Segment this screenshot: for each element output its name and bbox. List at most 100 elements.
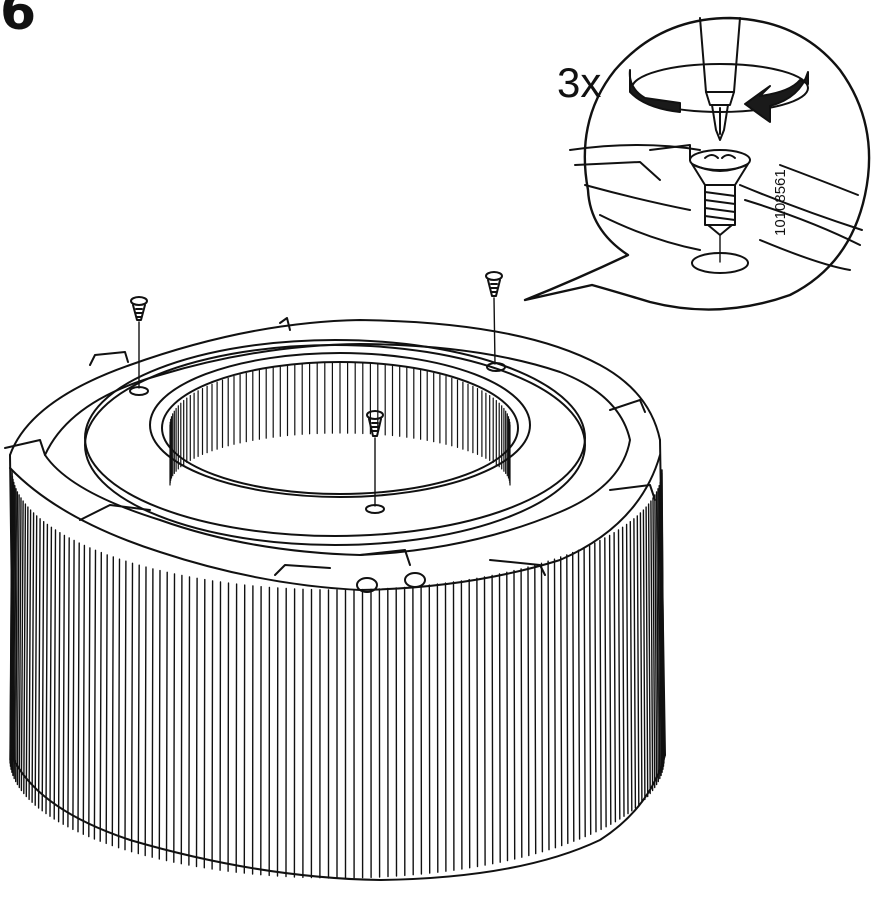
pleat-line bbox=[498, 573, 501, 863]
screw-icon bbox=[129, 296, 149, 396]
pleat-line bbox=[642, 509, 646, 801]
pleat-line bbox=[583, 547, 586, 838]
pleat-line bbox=[67, 537, 70, 828]
pleat-line bbox=[659, 481, 663, 773]
pleat-line bbox=[34, 515, 38, 806]
pleat-line bbox=[53, 529, 57, 820]
pleat-line bbox=[655, 491, 659, 783]
pleat-line bbox=[18, 497, 22, 789]
pleat-line bbox=[476, 577, 479, 868]
pleat-line bbox=[483, 576, 486, 866]
pleat-line bbox=[188, 576, 191, 866]
pleat-line bbox=[62, 534, 66, 825]
pleat-line bbox=[560, 556, 563, 847]
pleat-line bbox=[41, 521, 45, 812]
pleat-line bbox=[180, 574, 183, 865]
pleat-line bbox=[547, 560, 550, 851]
pleat-line bbox=[506, 571, 509, 862]
screwdriver-icon bbox=[699, 17, 741, 141]
pleat-line bbox=[553, 558, 557, 849]
pleat-line bbox=[636, 515, 640, 806]
pleat-line bbox=[124, 560, 127, 851]
pleat-line bbox=[151, 568, 154, 858]
pleat-line bbox=[137, 564, 140, 855]
part-code: 10108561 bbox=[772, 169, 789, 236]
pleat-line bbox=[88, 547, 91, 838]
pleat-line bbox=[195, 577, 198, 868]
pleat-line bbox=[203, 578, 206, 869]
pleat-line bbox=[130, 562, 134, 853]
pleat-line bbox=[144, 566, 147, 857]
pleat-line bbox=[639, 512, 643, 803]
quantity-label: 3x bbox=[557, 59, 602, 106]
pleat-line bbox=[57, 532, 61, 823]
top-ring bbox=[84, 339, 586, 546]
pleat-line bbox=[460, 580, 463, 870]
pleat-line bbox=[621, 526, 625, 817]
pleat-line bbox=[491, 574, 494, 865]
pleat-line bbox=[158, 569, 161, 860]
pleat-line bbox=[661, 469, 665, 761]
pleat-line bbox=[49, 526, 53, 817]
pleat-line bbox=[16, 494, 20, 786]
pleat-line bbox=[572, 551, 575, 842]
pleat-line bbox=[527, 566, 530, 857]
pleat-line bbox=[645, 506, 649, 798]
pleat-line bbox=[588, 544, 592, 835]
pleat-line bbox=[72, 539, 75, 831]
pleat-line bbox=[105, 554, 108, 845]
pleat-line bbox=[211, 580, 214, 870]
pleat-line bbox=[13, 488, 17, 780]
pleat-line bbox=[594, 542, 597, 833]
pleat-line bbox=[513, 569, 516, 860]
pleat-line bbox=[617, 529, 621, 820]
screw-icon bbox=[485, 271, 506, 372]
pleat-line bbox=[647, 503, 651, 795]
pleat-line bbox=[99, 551, 103, 842]
pleat-line bbox=[658, 485, 662, 777]
rim-tabs bbox=[4, 317, 656, 593]
pleat-line bbox=[23, 503, 27, 795]
pleat-line bbox=[28, 509, 32, 801]
pleat-line bbox=[540, 562, 544, 853]
pleat-line bbox=[93, 549, 97, 840]
pleat-line bbox=[11, 481, 15, 773]
pleat-line bbox=[657, 488, 661, 780]
pleat-line bbox=[534, 564, 537, 855]
pleat-line bbox=[82, 544, 86, 835]
step-number: 6 bbox=[0, 0, 37, 42]
pleat-line bbox=[25, 506, 29, 798]
pleat-line bbox=[31, 512, 35, 803]
pleat-line bbox=[117, 558, 121, 849]
screw-icon bbox=[689, 149, 751, 274]
pleat-line bbox=[10, 478, 14, 770]
pleat-line bbox=[45, 523, 49, 815]
pleat-line bbox=[111, 556, 115, 847]
pleat-line bbox=[650, 500, 654, 792]
pleat-line bbox=[37, 518, 41, 809]
pleat-line bbox=[654, 494, 658, 786]
screw-icon bbox=[365, 410, 385, 514]
pleat-line bbox=[625, 523, 629, 815]
detail-callout bbox=[523, 16, 871, 311]
pleat-line bbox=[608, 534, 612, 825]
pleat-line bbox=[12, 485, 16, 777]
filter-pleats bbox=[9, 469, 665, 879]
pleat-line bbox=[604, 537, 607, 828]
pleat-line bbox=[165, 571, 168, 862]
pleat-line bbox=[77, 542, 80, 833]
pleat-line bbox=[599, 539, 602, 831]
pleat-line bbox=[633, 518, 637, 809]
pleat-line bbox=[468, 578, 471, 869]
pleat-line bbox=[20, 500, 24, 792]
pleat-line bbox=[577, 549, 581, 840]
pleat-line bbox=[566, 554, 569, 845]
pleat-line bbox=[14, 491, 19, 783]
rotate-arrow-icon bbox=[628, 63, 809, 123]
pleat-line bbox=[652, 497, 656, 789]
pleat-line bbox=[520, 568, 523, 858]
pleat-line bbox=[629, 521, 633, 812]
pleat-line bbox=[173, 573, 176, 863]
